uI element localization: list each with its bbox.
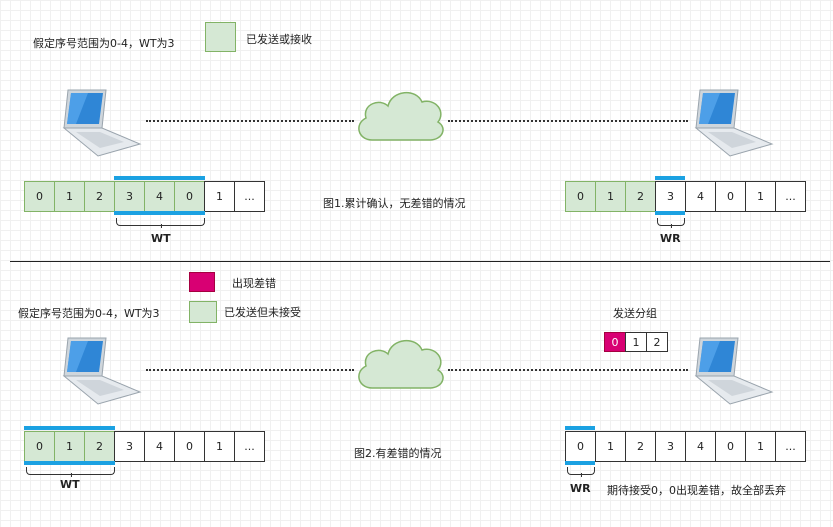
receive-window-bar (655, 176, 685, 180)
seq-cell: 1 (204, 181, 235, 212)
seq-cell: 0 (565, 181, 596, 212)
seq-cell: 3 (655, 431, 686, 462)
top-legend-label: 已发送或接收 (246, 33, 312, 46)
network-cloud-icon (358, 340, 444, 389)
window-brace (116, 218, 205, 228)
send-window-bar (114, 176, 205, 180)
window-brace (657, 218, 685, 228)
seq-cell: ... (775, 431, 806, 462)
seq-cell: 0 (24, 181, 55, 212)
sender-laptop-icon (62, 337, 142, 405)
seq-cell: 0 (174, 181, 205, 212)
seq-cell: 3 (114, 431, 145, 462)
bottom-receiver-sequence: 0 1 2 3 4 0 1 ... (565, 431, 806, 462)
seq-cell: 0 (565, 431, 596, 462)
seq-cell: 0 (174, 431, 205, 462)
group-cell: 2 (646, 332, 668, 352)
send-window-bar (24, 426, 115, 430)
seq-cell: ... (775, 181, 806, 212)
bottom-error-legend: 出现差错 (232, 277, 276, 290)
send-window-bar (24, 461, 115, 465)
wr-label: WR (660, 232, 681, 245)
link-dotted-line (146, 120, 354, 122)
receive-window-bar (655, 211, 685, 215)
send-window-bar (114, 211, 205, 215)
wt-label: WT (151, 232, 171, 245)
seq-cell: 3 (655, 181, 686, 212)
top-caption: 图1.累计确认，无差错的情况 (323, 197, 466, 210)
receiver-laptop-icon (694, 89, 774, 157)
legend-error-swatch (189, 272, 215, 292)
top-receiver-sequence: 0 1 2 3 4 0 1 ... (565, 181, 806, 212)
bottom-sender-sequence: 0 1 2 3 4 0 1 ... (24, 431, 265, 462)
bottom-legend-label: 已发送但未接受 (224, 306, 301, 319)
bottom-note: 期待接受0，0出现差错，故全部丢弃 (607, 484, 786, 497)
receive-window-bar (565, 461, 595, 465)
sender-laptop-icon (62, 89, 142, 157)
group-cell: 1 (625, 332, 647, 352)
seq-cell: 1 (204, 431, 235, 462)
seq-cell: 4 (685, 181, 716, 212)
seq-cell: 1 (54, 181, 85, 212)
sent-group-cells: 0 1 2 (604, 332, 668, 352)
section-divider (10, 261, 830, 262)
seq-cell: 0 (715, 181, 746, 212)
seq-cell: 2 (625, 431, 656, 462)
seq-cell: 2 (84, 431, 115, 462)
sent-group-label: 发送分组 (613, 307, 657, 320)
seq-cell: 0 (715, 431, 746, 462)
legend-sent-swatch (189, 301, 217, 323)
bottom-range-text: 假定序号范围为0-4，WT为3 (18, 307, 160, 320)
seq-cell: ... (234, 431, 265, 462)
seq-cell: 1 (595, 431, 626, 462)
receive-window-bar (565, 426, 595, 430)
seq-cell: 4 (144, 181, 175, 212)
seq-cell: 4 (144, 431, 175, 462)
network-cloud-icon (358, 92, 444, 141)
seq-cell: 1 (54, 431, 85, 462)
window-brace (567, 467, 595, 477)
legend-sent-swatch (205, 22, 236, 52)
wr-label: WR (570, 482, 591, 495)
seq-cell: 4 (685, 431, 716, 462)
seq-cell: 1 (745, 181, 776, 212)
top-range-text: 假定序号范围为0-4，WT为3 (33, 37, 175, 50)
seq-cell: 3 (114, 181, 145, 212)
window-brace (26, 467, 115, 477)
link-dotted-line (448, 369, 688, 371)
seq-cell: ... (234, 181, 265, 212)
seq-cell: 1 (595, 181, 626, 212)
top-sender-sequence: 0 1 2 3 4 0 1 ... (24, 181, 265, 212)
seq-cell: 1 (745, 431, 776, 462)
seq-cell: 2 (625, 181, 656, 212)
seq-cell: 2 (84, 181, 115, 212)
link-dotted-line (448, 120, 688, 122)
group-cell: 0 (604, 332, 626, 352)
link-dotted-line (146, 369, 354, 371)
bottom-caption: 图2.有差错的情况 (354, 447, 442, 460)
receiver-laptop-icon (694, 337, 774, 405)
wt-label: WT (60, 478, 80, 491)
seq-cell: 0 (24, 431, 55, 462)
